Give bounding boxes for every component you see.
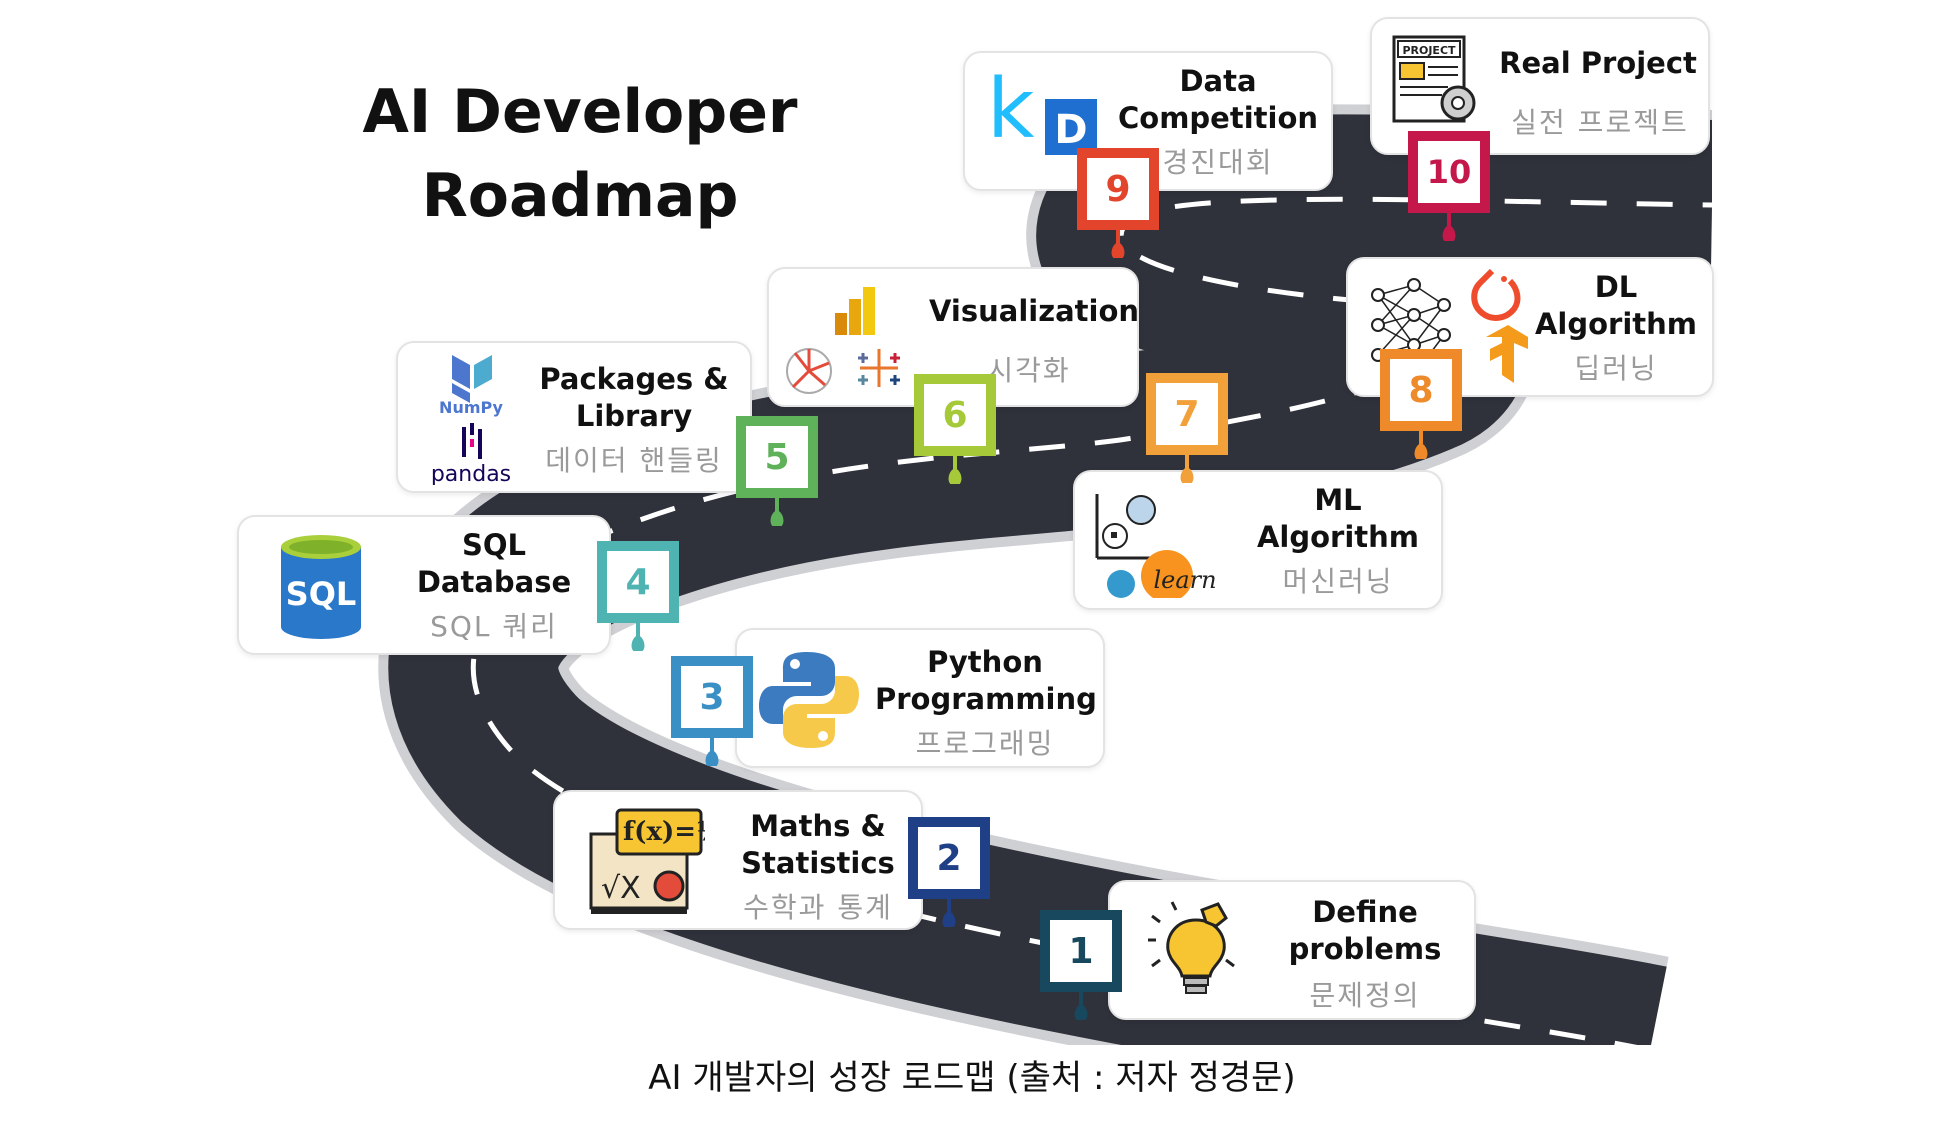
numpy-pandas-icon: NumPy pandas [431, 355, 511, 485]
step-1-title-line1: Define [1312, 895, 1418, 929]
step-number-3: 3 [681, 666, 743, 728]
step-4-title-line2: Database [416, 565, 572, 599]
step-number-4: 4 [607, 551, 669, 613]
svg-text:f(x)=½: f(x)=½ [623, 817, 705, 847]
step-card-ml-algorithm: learn ML Algorithm 머신러닝 [1073, 470, 1443, 610]
step-7-korean: 머신러닝 [1282, 565, 1394, 598]
step-4-title: SQL Database [389, 527, 599, 601]
pin-marker [1074, 992, 1088, 1020]
step-1-title: Define problems [1270, 894, 1460, 968]
step-card-maths-statistics: f(x)=½ √X Maths & Statistics 수학과 통계 [553, 790, 923, 930]
sql-icon-label: SQL [286, 575, 357, 613]
step-7-title-line1: ML [1314, 483, 1362, 517]
python-logo-icon [759, 652, 859, 748]
step-card-real-project: PROJECT Real Project 실전 프로젝트 [1370, 17, 1710, 155]
step-badge-5: 5 [736, 416, 818, 526]
sklearn-label: learn [1153, 566, 1216, 594]
pin-marker [1442, 213, 1456, 241]
project-document-icon: PROJECT [1392, 35, 1476, 123]
step-6-korean: 시각화 [987, 354, 1071, 387]
pandas-label: pandas [431, 462, 511, 485]
step-3-title-line1: Python [927, 645, 1043, 679]
step-8-title: DL Algorithm [1528, 269, 1704, 343]
step-7-title-line2: Algorithm [1256, 520, 1420, 554]
step-badge-3: 3 [671, 656, 753, 766]
step-7-title: ML Algorithm [1245, 482, 1431, 556]
pin-marker [942, 899, 956, 927]
step-5-title-line2: Library [575, 399, 693, 433]
step-8-title-line2: Algorithm [1534, 307, 1698, 341]
step-3-korean: 프로그래밍 [915, 727, 1055, 760]
step-2-title-line2: Statistics [741, 846, 895, 880]
step-2-korean: 수학과 통계 [743, 891, 893, 924]
step-card-python-programming: Python Programming 프로그래밍 [735, 628, 1105, 768]
step-number-7: 7 [1156, 383, 1218, 445]
pin-marker [1180, 455, 1194, 483]
step-4-title-line1: SQL [461, 528, 527, 562]
step-8-title-line1: DL [1594, 270, 1638, 304]
step-2-title: Maths & Statistics [725, 808, 911, 882]
step-8-korean: 딥러닝 [1574, 352, 1658, 385]
powerbi-tableau-icon [786, 287, 900, 394]
svg-text:√X: √X [601, 871, 641, 906]
step-badge-1: 1 [1040, 910, 1122, 1020]
step-9-title-line2: Competition [1117, 101, 1319, 135]
step-10-korean: 실전 프로젝트 [1511, 106, 1689, 139]
step-3-title: Python Programming [875, 644, 1097, 718]
step-2-title-line1: Maths & [750, 809, 886, 843]
pin-marker [948, 456, 962, 484]
step-5-title: Packages & Library [526, 361, 742, 435]
step-badge-4: 4 [597, 541, 679, 651]
step-number-6: 6 [924, 384, 986, 446]
pin-marker [770, 498, 784, 526]
step-10-title-line1: Real Project [1499, 46, 1697, 80]
step-card-dl-algorithm: DL Algorithm 딥러닝 [1346, 257, 1714, 397]
step-3-title-line2: Programming [875, 682, 1097, 716]
step-1-korean: 문제정의 [1309, 979, 1421, 1012]
step-5-korean: 데이터 핸들링 [545, 444, 723, 477]
step-badge-10: 10 [1408, 131, 1490, 241]
figure-caption: AI 개발자의 성장 로드맵 (출처 : 저자 정경문) [648, 1058, 1296, 1098]
lightbulb-puzzle-icon [1148, 901, 1235, 994]
step-number-8: 8 [1390, 359, 1452, 421]
kaggle-dacon-icon: k D [987, 65, 1097, 157]
math-board-icon: f(x)=½ √X [589, 808, 705, 914]
step-1-title-line2: problems [1288, 932, 1442, 966]
dacon-logo-label: D [1054, 107, 1087, 153]
step-9-title: Data Competition [1115, 63, 1321, 137]
step-badge-8: 8 [1380, 349, 1462, 459]
step-card-sql-database: SQL SQL Database SQL 쿼리 [237, 515, 611, 655]
kaggle-logo-label: k [987, 65, 1035, 157]
step-card-define-problems: Define problems 문제정의 [1108, 880, 1476, 1020]
step-number-9: 9 [1087, 158, 1149, 220]
numpy-label: NumPy [439, 398, 503, 417]
project-icon-label: PROJECT [1402, 44, 1456, 57]
step-6-title-line1: Visualization [929, 294, 1140, 328]
step-badge-6: 6 [914, 374, 996, 484]
step-number-10: 10 [1418, 141, 1480, 203]
sql-database-icon: SQL [281, 535, 361, 639]
pin-marker [1414, 431, 1428, 459]
step-badge-7: 7 [1146, 373, 1228, 483]
roadmap-title: AI Developer Roadmap [330, 70, 830, 238]
step-card-packages-library: NumPy pandas Packages & Library 데이터 핸들링 [396, 341, 752, 493]
step-badge-9: 9 [1077, 148, 1159, 258]
step-5-title-line1: Packages & [539, 362, 729, 396]
title-line-1: AI Developer [362, 77, 798, 147]
step-9-title-line1: Data [1179, 64, 1257, 98]
step-badge-2: 2 [908, 817, 990, 927]
pin-marker [705, 738, 719, 766]
title-line-2: Roadmap [421, 161, 739, 231]
ml-sklearn-icon: learn [1095, 494, 1217, 598]
step-10-title: Real Project [1498, 45, 1698, 82]
step-number-2: 2 [918, 827, 980, 889]
step-9-korean: 경진대회 [1162, 146, 1274, 179]
pin-marker [631, 623, 645, 651]
pin-marker [1111, 230, 1125, 258]
step-4-korean: SQL 쿼리 [430, 610, 558, 643]
step-number-5: 5 [746, 426, 808, 488]
step-6-title: Visualization [929, 293, 1140, 330]
step-number-1: 1 [1050, 920, 1112, 982]
